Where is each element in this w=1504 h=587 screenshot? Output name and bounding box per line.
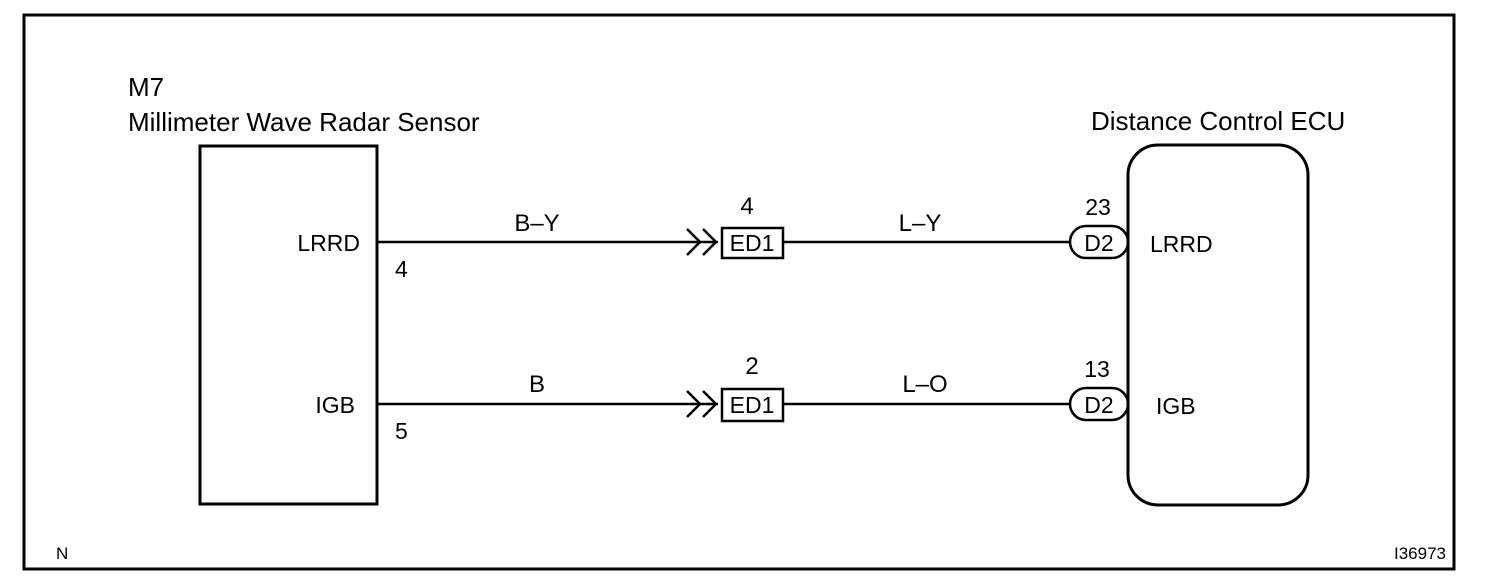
left-pin-number-igb: 5 xyxy=(395,418,408,444)
wire-1-junction-label: ED1 xyxy=(730,230,775,256)
wire-2-arrow-inner xyxy=(702,390,718,418)
wire-2-color-left: B xyxy=(529,371,545,398)
connector-d2-lrrd-label: D2 xyxy=(1084,230,1113,256)
wire-2-junction-pin: 2 xyxy=(745,353,758,380)
corner-mark: N xyxy=(56,544,68,563)
wire-1-arrow-inner xyxy=(702,228,718,256)
left-component-name: Millimeter Wave Radar Sensor xyxy=(128,107,480,137)
right-pin-number-igb: 13 xyxy=(1084,356,1110,382)
left-pin-label-lrrd: LRRD xyxy=(297,230,360,256)
diagram-frame xyxy=(22,13,1456,571)
wire-1-color-right: L–Y xyxy=(899,210,942,237)
left-pin-label-igb: IGB xyxy=(315,392,355,418)
connector-d2-igb xyxy=(1068,386,1130,422)
wire-1-color-left: B–Y xyxy=(514,210,559,237)
wire-2-junction-label: ED1 xyxy=(730,392,775,418)
right-pin-number-lrrd: 23 xyxy=(1085,194,1111,220)
left-component-code: M7 xyxy=(128,72,164,102)
left-component-box xyxy=(198,144,379,506)
wire-2-color-right: L–O xyxy=(902,371,947,398)
connector-d2-igb-label: D2 xyxy=(1084,392,1113,418)
connector-d2-lrrd xyxy=(1068,224,1130,260)
right-pin-label-lrrd: LRRD xyxy=(1150,231,1213,257)
wire-1-arrow-outer xyxy=(686,228,702,256)
right-component-name: Distance Control ECU xyxy=(1091,106,1345,136)
wire-2-arrow-outer xyxy=(686,390,702,418)
right-component-box xyxy=(1126,143,1310,507)
left-pin-number-lrrd: 4 xyxy=(395,256,408,282)
figure-id: I36973 xyxy=(1394,544,1446,563)
wire-1-junction-pin: 4 xyxy=(740,193,753,220)
right-pin-label-igb: IGB xyxy=(1156,393,1196,419)
